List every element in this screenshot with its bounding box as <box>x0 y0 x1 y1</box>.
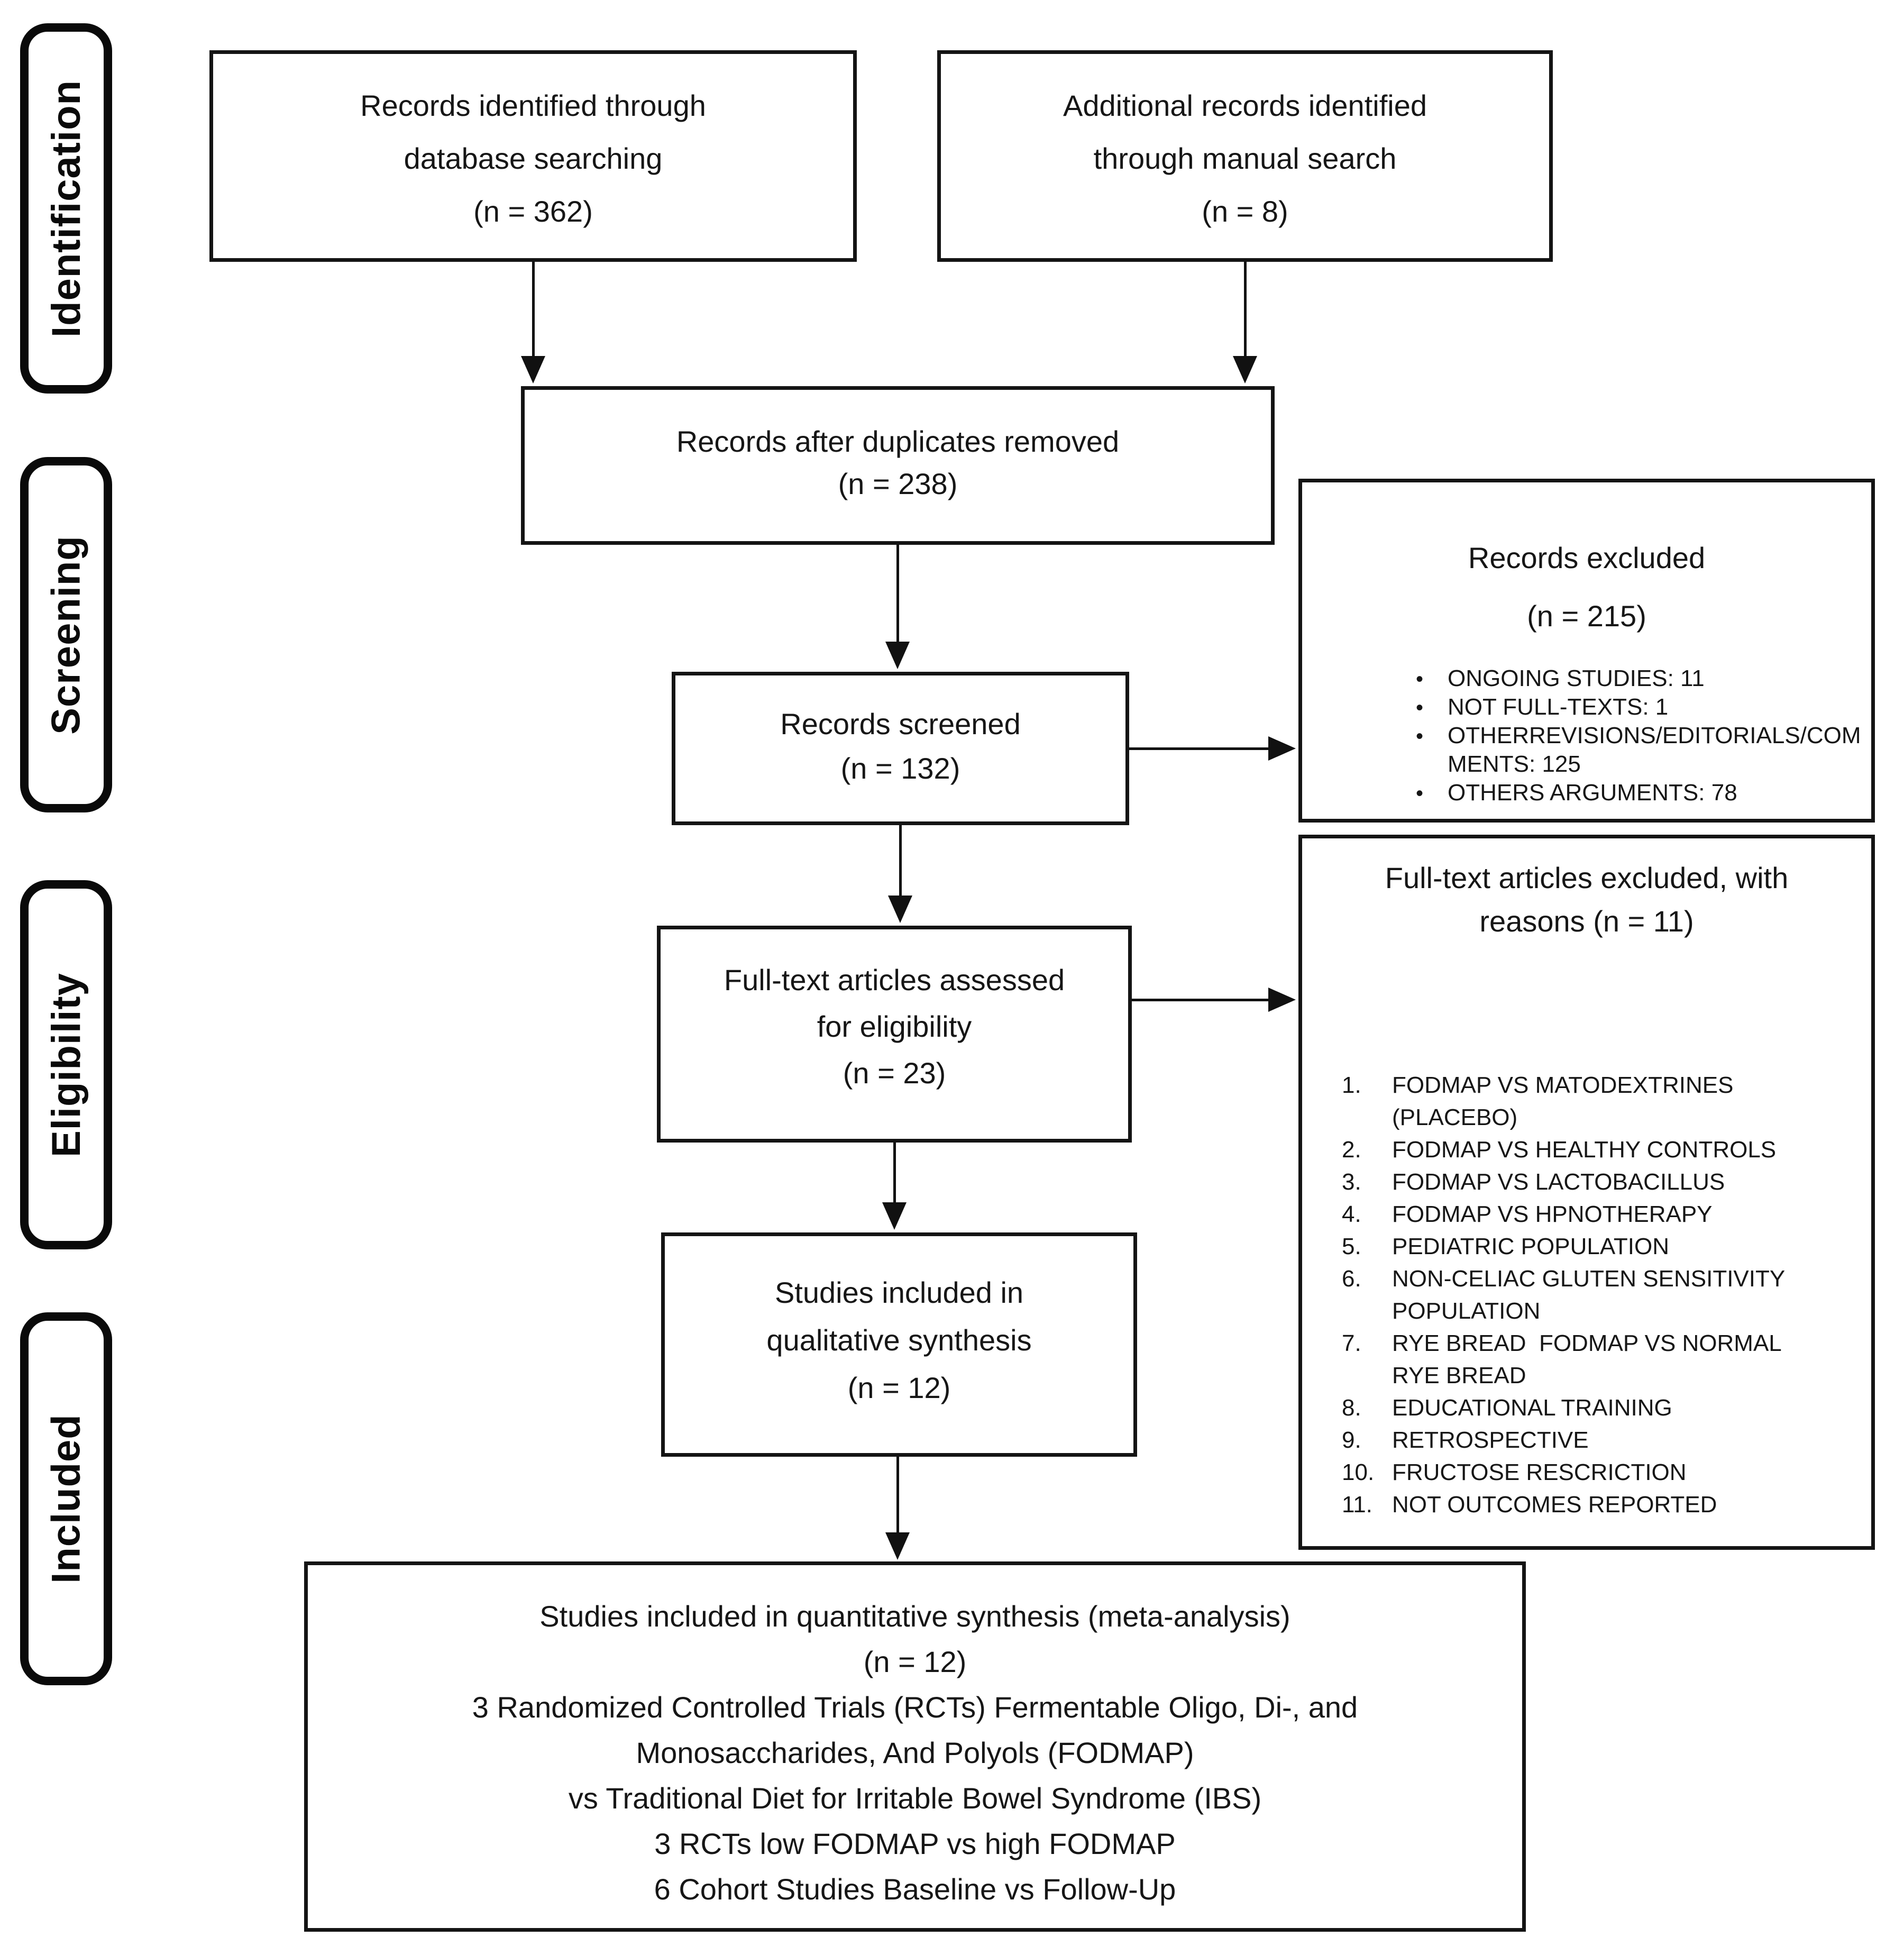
reason-item-8: 8. EDUCATIONAL TRAINING <box>1342 1395 1672 1421</box>
arrow-screened-to-fulltext-line <box>899 825 902 897</box>
stage-identification: Identification <box>20 23 112 394</box>
box-quantitative-line1: Studies included in quantitative synthes… <box>539 1600 1290 1633</box>
reason-item-7-cont: RYE BREAD <box>1392 1363 1526 1388</box>
bullet-dot-icon: • <box>1416 782 1424 805</box>
box-quantitative-line6: 3 RCTs low FODMAP vs high FODMAP <box>654 1827 1176 1860</box>
stage-eligibility: Eligibility <box>20 880 112 1249</box>
arrow-duplicates-to-screened-line <box>896 545 899 643</box>
box-database-searching-line1: Records identified through <box>360 89 706 122</box>
box-fulltext-assessed-line1: Full-text articles assessed <box>724 963 1065 997</box>
records-excluded-bullet-list: • ONGOING STUDIES: 11 • NOT FULL-TEXTS: … <box>1302 664 1871 807</box>
arrow-fulltext-to-excluded-head <box>1268 988 1296 1012</box>
box-fulltext-excluded: Full-text articles excluded, with reason… <box>1298 835 1875 1550</box>
box-records-excluded: Records excluded (n = 215) • ONGOING STU… <box>1298 479 1875 823</box>
box-records-screened: Records screened (n = 132) <box>672 672 1129 825</box>
arrow-fulltext-to-qualitative-line <box>893 1143 896 1203</box>
box-qualitative-synthesis: Studies included in qualitative synthesi… <box>661 1232 1137 1457</box>
bullet-dot-icon: • <box>1416 668 1424 691</box>
box-fulltext-assessed-line2: for eligibility <box>817 1010 972 1043</box>
box-manual-search: Additional records identified through ma… <box>937 50 1553 262</box>
reason-item-6: 6. NON-CELIAC GLUTEN SENSITIVITY <box>1342 1266 1786 1292</box>
box-manual-search-line1: Additional records identified <box>1063 89 1427 122</box>
box-fulltext-excluded-title2: reasons (n = 11) <box>1479 905 1694 938</box>
box-qualitative-line1: Studies included in <box>774 1276 1024 1309</box>
stage-included: Included <box>20 1312 112 1685</box>
bullet-dot-icon: • <box>1416 725 1424 748</box>
box-quantitative-synthesis: Studies included in quantitative synthes… <box>304 1561 1526 1932</box>
box-quantitative-line2: (n = 12) <box>863 1645 967 1678</box>
stage-screening: Screening <box>20 457 112 812</box>
reason-item-5: 5. PEDIATRIC POPULATION <box>1342 1234 1670 1259</box>
reason-item-1-cont: (PLACEBO) <box>1392 1104 1518 1130</box>
arrow-db-to-duplicates-line <box>532 262 535 357</box>
arrow-screened-to-fulltext-head <box>888 896 912 923</box>
bullet-other-revisions: • OTHERREVISIONS/EDITORIALS/COM <box>1416 723 1861 748</box>
box-duplicates-removed-line2: (n = 238) <box>838 467 958 500</box>
stage-included-label: Included <box>43 1414 89 1584</box>
fulltext-excluded-numbered-list: 1. FODMAP VS MATODEXTRINES (PLACEBO) 2. … <box>1302 1069 1871 1521</box>
reason-item-10: 10. FRUCTOSE RESCRICTION <box>1342 1459 1687 1485</box>
stage-identification-label: Identification <box>43 79 89 337</box>
box-duplicates-removed: Records after duplicates removed (n = 23… <box>521 386 1275 545</box>
box-records-screened-line2: (n = 132) <box>840 752 960 785</box>
box-database-searching-line3: (n = 362) <box>473 195 593 228</box>
bullet-not-full-texts: • NOT FULL-TEXTS: 1 <box>1416 694 1669 720</box>
box-fulltext-excluded-title1: Full-text articles excluded, with <box>1385 861 1789 894</box>
box-fulltext-assessed: Full-text articles assessed for eligibil… <box>657 926 1132 1143</box>
reason-item-2: 2. FODMAP VS HEALTHY CONTROLS <box>1342 1137 1777 1163</box>
arrow-qualitative-to-quantitative-head <box>885 1532 910 1560</box>
arrow-screened-to-excluded-head <box>1268 736 1296 761</box>
arrow-qualitative-to-quantitative-line <box>896 1457 899 1533</box>
reason-item-9: 9. RETROSPECTIVE <box>1342 1427 1589 1453</box>
reason-item-11: 11. NOT OUTCOMES REPORTED <box>1342 1492 1717 1518</box>
reason-item-6-cont: POPULATION <box>1392 1298 1541 1324</box>
stage-screening-label: Screening <box>43 535 89 735</box>
reason-item-4: 4. FODMAP VS HPNOTHERAPY <box>1342 1201 1713 1227</box>
box-database-searching: Records identified through database sear… <box>209 50 857 262</box>
box-manual-search-line2: through manual search <box>1093 142 1397 175</box>
box-quantitative-line3: 3 Randomized Controlled Trials (RCTs) Fe… <box>472 1691 1358 1724</box>
bullet-ongoing-studies: • ONGOING STUDIES: 11 <box>1416 665 1705 691</box>
arrow-db-to-duplicates-head <box>521 356 545 383</box>
box-qualitative-line2: qualitative synthesis <box>766 1323 1032 1357</box>
box-quantitative-line5: vs Traditional Diet for Irritable Bowel … <box>568 1782 1262 1815</box>
bullet-other-revisions-cont: MENTS: 125 <box>1448 751 1581 777</box>
stage-eligibility-label: Eligibility <box>43 972 89 1157</box>
box-quantitative-line4: Monosaccharides, And Polyols (FODMAP) <box>636 1736 1194 1769</box>
box-qualitative-line3: (n = 12) <box>847 1371 951 1404</box>
box-records-screened-line1: Records screened <box>780 707 1021 741</box>
arrow-screened-to-excluded-line <box>1129 747 1269 750</box>
box-database-searching-line2: database searching <box>404 142 663 175</box>
bullet-dot-icon: • <box>1416 696 1424 719</box>
box-fulltext-assessed-line3: (n = 23) <box>843 1056 946 1090</box>
arrow-manual-to-duplicates-line <box>1244 262 1247 357</box>
reason-item-3: 3. FODMAP VS LACTOBACILLUS <box>1342 1169 1725 1195</box>
box-duplicates-removed-line1: Records after duplicates removed <box>676 425 1120 458</box>
box-records-excluded-title2: (n = 215) <box>1527 599 1646 633</box>
arrow-fulltext-to-qualitative-head <box>882 1202 907 1230</box>
bullet-others-arguments: • OTHERS ARGUMENTS: 78 <box>1416 780 1737 806</box>
reason-item-1: 1. FODMAP VS MATODEXTRINES <box>1342 1072 1734 1098</box>
box-manual-search-line3: (n = 8) <box>1202 195 1288 228</box>
arrow-fulltext-to-excluded-line <box>1132 999 1269 1001</box>
arrow-duplicates-to-screened-head <box>885 642 910 669</box>
box-records-excluded-title1: Records excluded <box>1468 541 1706 574</box>
reason-item-7: 7. RYE BREAD FODMAP VS NORMAL <box>1342 1330 1782 1356</box>
box-quantitative-line7: 6 Cohort Studies Baseline vs Follow-Up <box>654 1872 1176 1906</box>
arrow-manual-to-duplicates-head <box>1233 356 1257 383</box>
